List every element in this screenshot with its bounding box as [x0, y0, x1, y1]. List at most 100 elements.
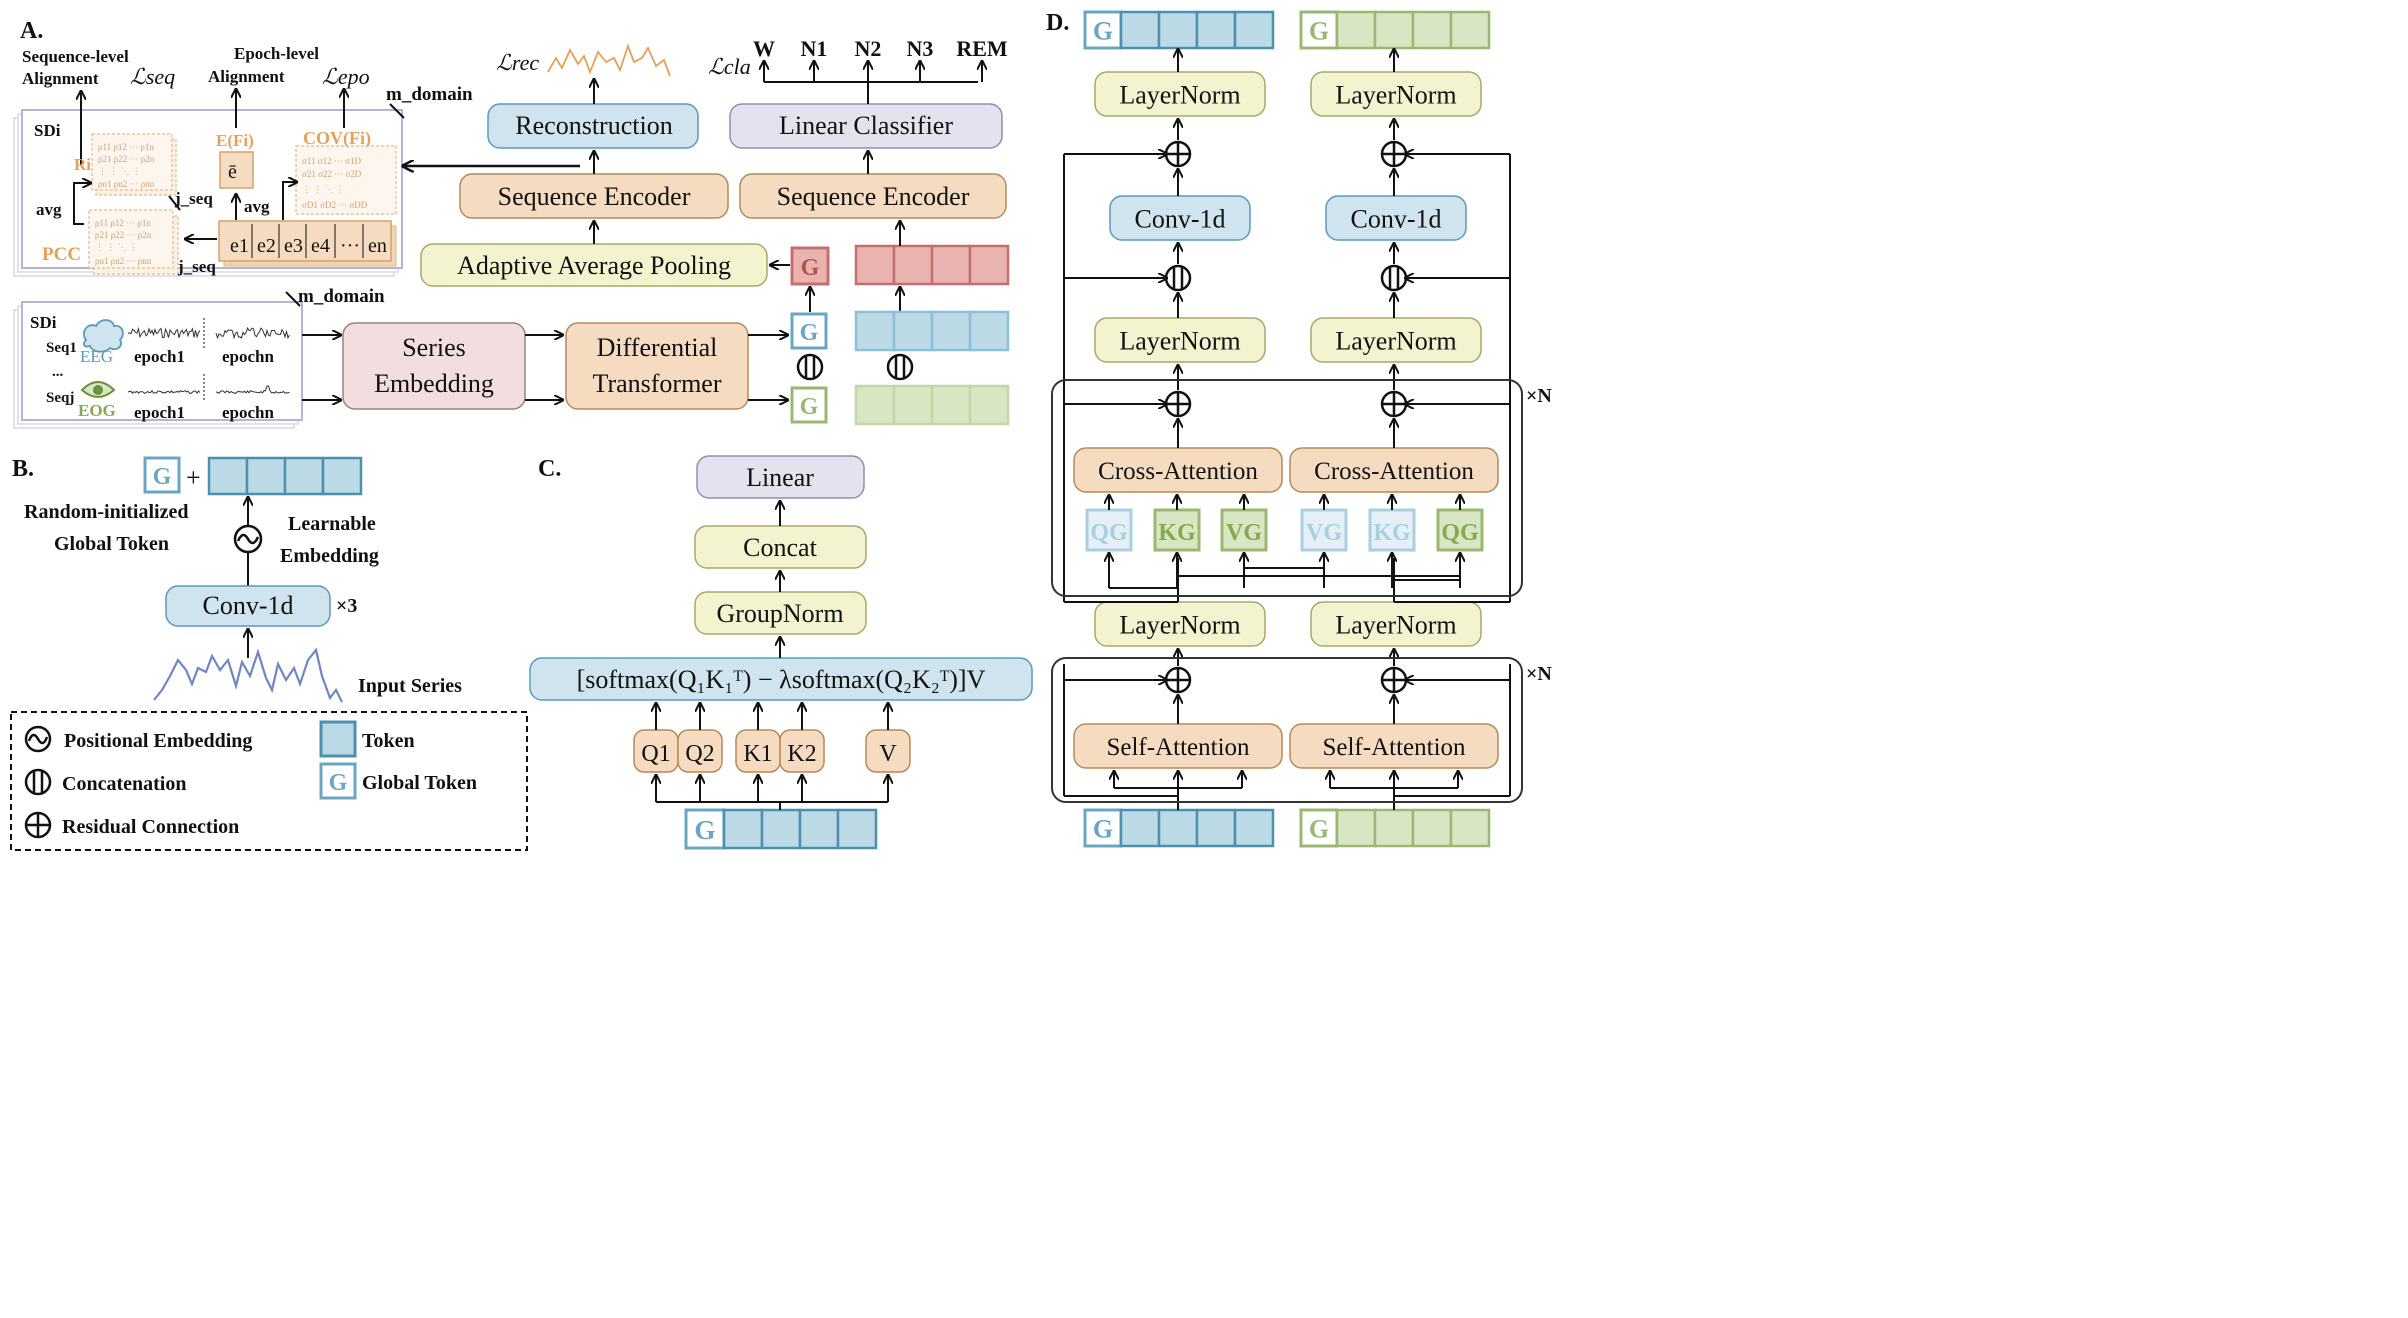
eog-epochn-signal: [215, 385, 290, 394]
global-token-eog-label: G: [800, 394, 819, 420]
epoch-token-4: e4: [311, 235, 330, 257]
diff-transformer-line1: Differential: [597, 333, 718, 362]
d-layernorm-mid-eeg-label: LayerNorm: [1119, 326, 1240, 355]
ef-label: E(Fi): [216, 131, 254, 150]
eeg-epochn-signal: [215, 326, 290, 340]
d-top-token-eeg-cell: [1233, 10, 1275, 50]
learnable-line2: Embedding: [280, 545, 379, 567]
d-residual-3-eog: [1380, 666, 1408, 694]
d-conv-eeg: [1109, 195, 1251, 241]
c-global-token-label: G: [694, 815, 715, 845]
svg-text:ρ21 ρ22 ··· ρ2n: ρ21 ρ22 ··· ρ2n: [98, 154, 155, 164]
seqj-label: Seqj: [46, 390, 74, 406]
eeg-label: EEG: [80, 347, 113, 366]
c-linear-box: [696, 455, 865, 499]
eeg-token-cell: [892, 310, 934, 352]
epochn-eog: epochn: [222, 403, 275, 422]
epoch-token-6: en: [368, 235, 387, 257]
concat-icon-a2: [886, 353, 914, 381]
svg-text:σ21 σ22 ··· σ2D: σ21 σ22 ··· σ2D: [302, 169, 362, 179]
epoch-token-row: [218, 220, 397, 267]
eog-epoch1-signal: [127, 389, 201, 395]
linear-classifier-box: [729, 103, 1003, 149]
d-top-global-eog-label: G: [1309, 16, 1329, 45]
svg-text:ρn1 ρn2 ··· ρnn: ρn1 ρn2 ··· ρnn: [98, 179, 155, 189]
adaptive-pooling-label: Adaptive Average Pooling: [457, 251, 731, 280]
loss-cla-label: ℒcla: [708, 54, 751, 79]
r-label: Ri: [74, 155, 91, 174]
d-layernorm-top-eog-label: LayerNorm: [1335, 80, 1456, 109]
c-concat-label: Concat: [743, 533, 817, 562]
d-top-token-eog-cell: [1373, 10, 1415, 50]
bottom-domain-frames: [13, 301, 303, 429]
svg-text:⋮ ⋮ ⋱ ⋮: ⋮ ⋮ ⋱ ⋮: [302, 184, 345, 194]
epoch-token-5: ···: [340, 235, 360, 257]
c-k2-label: K2: [787, 741, 816, 767]
eeg-epoch1-signal: [127, 326, 201, 339]
d-bottom-token-eog-cell: [1411, 808, 1453, 848]
d-residual-1-eeg: [1164, 140, 1192, 168]
seq-encoder-right-label: Sequence Encoder: [777, 182, 970, 211]
cross-attention-block-frame: [1051, 379, 1523, 597]
legend-global-swatch-label: G: [329, 770, 348, 796]
d-bottom-global-eeg: [1083, 808, 1123, 848]
b-token-cell: [207, 456, 249, 496]
class-label-w: W: [753, 36, 775, 61]
d-top-token-eog-cell: [1335, 10, 1377, 50]
times-n-cross: ×N: [1526, 385, 1552, 407]
seq-alignment-line2: Alignment: [22, 69, 99, 88]
sd-top-label: SDi: [34, 121, 61, 140]
series-embedding-line2: Embedding: [374, 369, 494, 398]
panel-d-label: D.: [1046, 10, 1069, 36]
input-series-wave: [153, 647, 343, 703]
r-matrix: ρ11 ρ12 ··· ρ1n ρ21 ρ22 ··· ρ2n ⋮ ⋮ ⋱ ⋮ …: [91, 133, 177, 196]
eye-icon: [80, 381, 116, 398]
c-v-label: V: [879, 741, 897, 767]
b-token-cell: [245, 456, 287, 496]
epo-alignment-line1: Epoch-level: [234, 44, 319, 63]
eog-token-cell: [968, 384, 1010, 426]
diff-transformer-line2: Transformer: [592, 369, 721, 398]
d-residual-1-eog: [1380, 140, 1408, 168]
concat-icon-a1: [796, 353, 824, 381]
series-embedding-box: [342, 322, 526, 410]
eeg-token-cell: [854, 310, 896, 352]
legend-token-swatch: [319, 720, 357, 758]
c-token-cell: [760, 808, 802, 850]
sequence-encoder-right: [739, 173, 1007, 219]
d-residual-2-eog: [1380, 390, 1408, 418]
fused-token-cell: [930, 244, 972, 286]
self-attention-block-frame: [1051, 657, 1523, 803]
d-kg-label-4: KG: [1373, 520, 1411, 546]
d-top-token-eeg-cell: [1157, 10, 1199, 50]
seq-alignment-line1: Sequence-level: [22, 47, 129, 66]
eog-token-cell: [854, 384, 896, 426]
panel-b-label: B.: [12, 456, 34, 482]
avg-left-arrow: [73, 183, 90, 225]
global-token-eog: [790, 386, 828, 424]
fused-token-cell: [854, 244, 896, 286]
eog-token-cell: [930, 384, 972, 426]
cov-label: COV(Fi): [303, 128, 371, 149]
positional-embedding-icon-b: [233, 524, 263, 554]
legend-concat: Concatenation: [62, 773, 186, 795]
differential-transformer-box: [565, 322, 749, 410]
times-n-self: ×N: [1526, 663, 1552, 685]
svg-text:σ11 σ12 ··· σ1D: σ11 σ12 ··· σ1D: [302, 156, 361, 166]
c-formula-label: [softmax(Q₁K₁ᵀ) − λsoftmax(Q₂K₂ᵀ)]V: [577, 665, 986, 694]
architecture-diagram: A. SDi Sequence-level Alignment ℒseq Epo…: [10, 10, 1552, 851]
m-domain-bottom-tick: [285, 291, 301, 307]
seq1-label: Seq1: [46, 340, 77, 356]
class-label-n1: N1: [801, 36, 828, 61]
c-q2-label: Q2: [685, 741, 714, 767]
avg-left-label: avg: [36, 200, 62, 219]
c-groupnorm-label: GroupNorm: [716, 599, 843, 628]
legend-positional: Positional Embedding: [64, 730, 252, 752]
d-layernorm-mid-eog: [1310, 317, 1482, 363]
global-token-fused-label: G: [801, 255, 820, 281]
d-bottom-token-eeg-cell: [1119, 808, 1161, 848]
b-global-token-label: G: [153, 464, 172, 490]
d-layernorm-top-eeg: [1094, 71, 1266, 117]
d-concat-eeg: [1164, 264, 1192, 292]
svg-text:⋮ ⋮ ⋱ ⋮: ⋮ ⋮ ⋱ ⋮: [95, 242, 138, 252]
